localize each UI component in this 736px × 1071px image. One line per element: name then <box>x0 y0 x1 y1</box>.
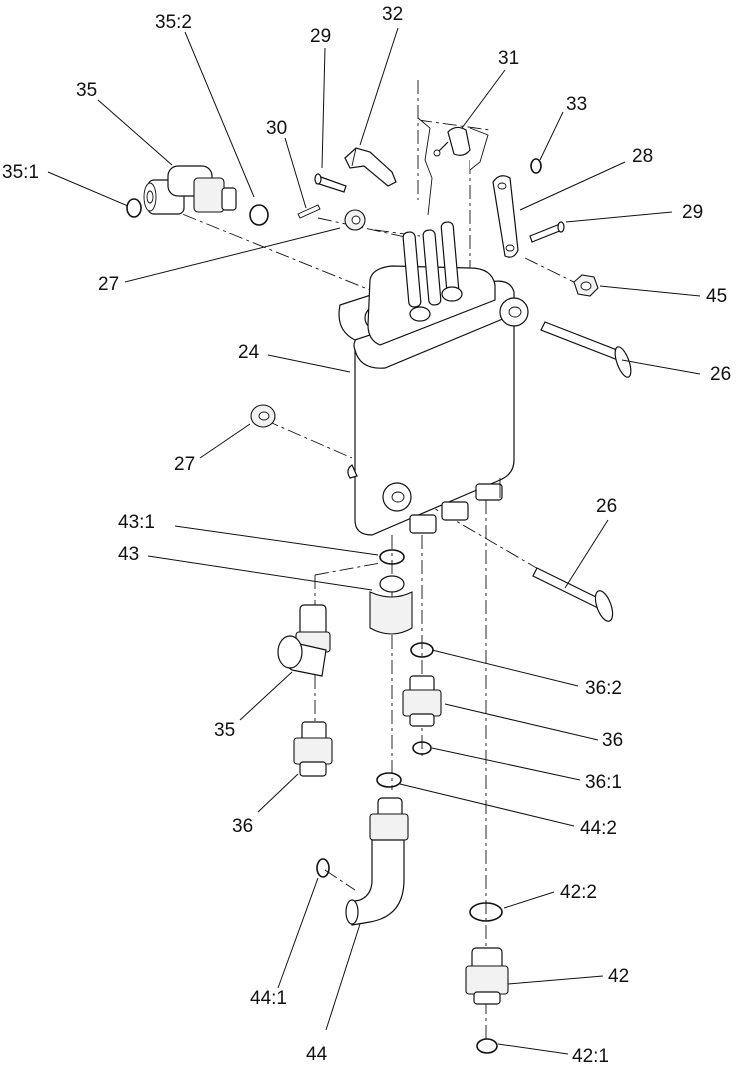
callout-26-mid: 26 <box>596 496 617 517</box>
callout-44: 44 <box>306 1044 328 1065</box>
o-ring-42-2 <box>469 902 503 922</box>
callout-27-mid: 27 <box>174 454 195 475</box>
callout-42-2: 42:2 <box>560 882 597 903</box>
callout-26-top: 26 <box>710 364 731 385</box>
callout-24: 24 <box>238 342 260 363</box>
callout-27-top: 27 <box>98 274 119 295</box>
callout-35: 35 <box>76 80 97 101</box>
washer-27-top <box>344 209 366 231</box>
o-ring-36-1 <box>412 741 432 755</box>
nut-45 <box>573 274 599 297</box>
callout-35-2: 35:2 <box>155 12 192 33</box>
pin-32 <box>344 147 397 187</box>
pivot-31 <box>433 126 471 157</box>
callout-43: 43 <box>118 544 139 565</box>
clip-33 <box>530 158 542 174</box>
callout-35-low: 35 <box>214 720 235 741</box>
callout-30: 30 <box>266 118 287 139</box>
elbow-fitting-35-low <box>277 604 331 677</box>
bolt-26-mid <box>532 567 614 622</box>
pin-29-right <box>529 221 565 243</box>
callout-leaders <box>47 27 701 1055</box>
callout-29-top: 29 <box>310 26 331 47</box>
adapter-36-left <box>293 721 333 777</box>
o-ring-44-2 <box>376 772 402 788</box>
o-ring-43-1 <box>379 549 405 565</box>
callout-36-left: 36 <box>232 816 253 837</box>
link-28 <box>492 175 519 258</box>
callout-labels: 35:1 35 35:2 30 29 32 31 33 28 29 45 27 … <box>2 4 731 1067</box>
callout-36-1: 36:1 <box>585 772 622 793</box>
o-ring-44-1 <box>316 858 330 878</box>
callout-36-2: 36:2 <box>585 678 622 699</box>
adapter-36-right <box>402 675 442 727</box>
o-ring-35-1 <box>126 198 142 218</box>
washer-27-mid <box>250 404 276 428</box>
callout-32: 32 <box>382 4 403 25</box>
callout-35-1: 35:1 <box>2 162 39 183</box>
callout-29-right: 29 <box>682 202 703 223</box>
callout-28: 28 <box>632 146 653 167</box>
fitting-42 <box>465 947 509 1005</box>
valve-body-24 <box>338 265 529 536</box>
pin-29-top <box>314 173 347 193</box>
callout-31: 31 <box>498 48 519 69</box>
cotter-pin-30 <box>297 204 321 219</box>
fitting-43 <box>369 575 413 635</box>
o-ring-35-2 <box>249 204 269 226</box>
callout-36-right: 36 <box>602 730 623 751</box>
callout-44-1: 44:1 <box>250 988 287 1009</box>
callout-45: 45 <box>706 286 727 307</box>
handle-linkage <box>402 117 489 322</box>
elbow-fitting-35-top <box>143 165 237 215</box>
callout-42-1: 42:1 <box>572 1046 609 1067</box>
callout-33: 33 <box>566 94 587 115</box>
hose-fitting-44 <box>345 797 409 926</box>
callout-42: 42 <box>608 966 629 987</box>
callout-44-2: 44:2 <box>580 818 617 839</box>
callout-43-1: 43:1 <box>118 512 155 533</box>
bolt-26-top <box>540 321 632 378</box>
o-ring-42-1 <box>476 1038 498 1054</box>
